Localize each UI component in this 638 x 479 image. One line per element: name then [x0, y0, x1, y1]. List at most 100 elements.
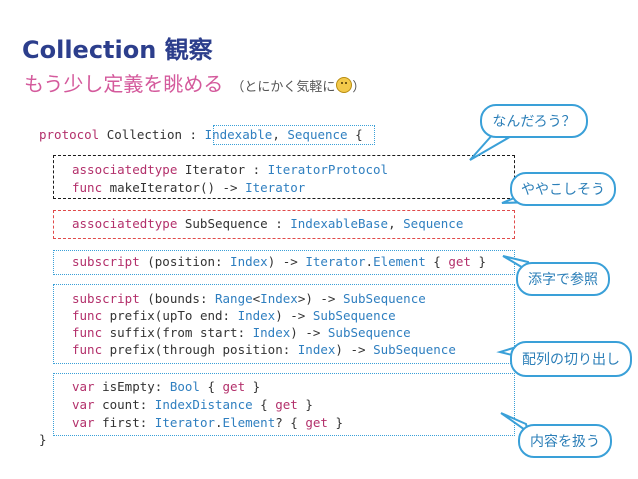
keyword: subscript: [72, 254, 140, 269]
subtitle-main: もう少し定義を眺める: [24, 72, 224, 96]
code-text: ) ->: [275, 308, 313, 323]
keyword: protocol: [39, 127, 100, 142]
code-text: ) ->: [335, 342, 374, 357]
type-name: Index: [252, 325, 291, 340]
bubble-subscript-access: 添字で参照: [516, 262, 610, 296]
code-line-11: var count: IndexDistance { get }: [72, 396, 313, 413]
keyword: var: [72, 415, 95, 430]
code-text: }: [470, 254, 486, 269]
keyword: get: [275, 397, 298, 412]
type-name: Element: [222, 415, 276, 430]
subtitle-aside: （とにかく気軽に ）: [231, 77, 366, 95]
type-name: Element: [373, 254, 426, 269]
code-text: suffix(from start:: [102, 325, 253, 340]
code-line-5: subscript (position: Index) -> Iterator.…: [72, 253, 486, 270]
keyword: get: [222, 379, 246, 394]
code-listing: protocol Collection : Indexable, Sequenc…: [39, 126, 486, 447]
code-text: count:: [94, 397, 155, 412]
type-name: Bool: [169, 379, 200, 394]
code-text: <: [252, 291, 261, 306]
code-text: ) ->: [290, 325, 328, 340]
code-text: (bounds:: [139, 291, 215, 306]
slightly-smiling-face-icon: [336, 77, 353, 93]
code-text: {: [199, 379, 223, 394]
keyword: get: [305, 415, 328, 430]
code-text: makeIterator() ->: [102, 180, 246, 195]
slide-subtitle: もう少し定義を眺める （とにかく気軽に ）: [24, 68, 365, 97]
code-text: {: [252, 397, 276, 412]
code-text: ) ->: [267, 254, 306, 269]
aside-open: （とにかく気軽に: [231, 80, 336, 95]
code-text: isEmpty:: [94, 379, 170, 394]
type-name: Iterator: [305, 254, 366, 269]
code-text: ,: [272, 127, 288, 142]
keyword: associatedtype: [72, 162, 178, 177]
code-text: SubSequence :: [177, 216, 291, 231]
type-name: SubSequence: [327, 325, 411, 340]
type-name: Indexable: [204, 127, 273, 142]
code-line-4: associatedtype SubSequence : IndexableBa…: [72, 215, 463, 232]
type-name: SubSequence: [373, 342, 456, 357]
code-text: >) ->: [297, 291, 343, 306]
keyword: var: [72, 379, 95, 394]
keyword: func: [72, 325, 103, 340]
code-line-9: func prefix(through position: Index) -> …: [72, 341, 456, 358]
subsequence-block-box: [53, 210, 515, 239]
type-name: Iterator: [154, 415, 216, 430]
conformance-highlight: [213, 125, 375, 145]
code-text: Iterator :: [177, 162, 268, 177]
code-line-2: associatedtype Iterator : IteratorProtoc…: [72, 161, 388, 178]
type-name: Iterator: [245, 180, 306, 195]
code-text: {: [425, 254, 449, 269]
code-line-13: }: [39, 432, 47, 447]
code-text: prefix(upTo end:: [102, 308, 238, 323]
code-text: ? {: [275, 415, 306, 430]
bubble-looks-complicated: ややこしそう: [510, 172, 616, 206]
code-line-6: subscript (bounds: Range<Index>) -> SubS…: [72, 290, 426, 307]
code-text: }: [245, 379, 261, 394]
aside-close: ）: [352, 80, 366, 95]
slide-title: Collection 観察: [22, 36, 213, 64]
slicing-block-box: [53, 284, 515, 364]
keyword: subscript: [72, 291, 140, 306]
code-line-8: func suffix(from start: Index) -> SubSeq…: [72, 324, 411, 341]
type-name: Index: [230, 254, 268, 269]
code-text: .: [215, 415, 223, 430]
type-name: IndexDistance: [154, 397, 253, 412]
type-name: Index: [260, 291, 298, 306]
code-line-7: func prefix(upTo end: Index) -> SubSeque…: [72, 307, 396, 324]
type-name: Sequence: [287, 127, 348, 142]
code-text: .: [365, 254, 374, 269]
type-name: Range: [215, 291, 253, 306]
type-name: Index: [297, 342, 336, 357]
code-line-10: var isEmpty: Bool { get }: [72, 378, 260, 395]
code-text: }: [297, 397, 313, 412]
keyword: get: [448, 254, 471, 269]
code-text: }: [327, 415, 343, 430]
type-name: IndexableBase: [290, 216, 389, 231]
type-name: SubSequence: [312, 308, 396, 323]
code-text: first:: [94, 415, 155, 430]
keyword: func: [72, 308, 103, 323]
bubble-handle-contents: 内容を扱う: [518, 424, 612, 458]
keyword: func: [72, 180, 103, 195]
type-name: SubSequence: [342, 291, 426, 306]
type-name: Sequence: [403, 216, 464, 231]
bubble-array-slicing: 配列の切り出し: [510, 341, 632, 377]
keyword: associatedtype: [72, 216, 178, 231]
type-name: IteratorProtocol: [267, 162, 389, 177]
keyword: var: [72, 397, 95, 412]
code-line-3: func makeIterator() -> Iterator: [72, 179, 305, 196]
code-text: Collection :: [99, 127, 205, 142]
type-name: Index: [237, 308, 276, 323]
code-text: ,: [388, 216, 404, 231]
keyword: func: [72, 342, 103, 357]
bubble-what-is-it: なんだろう？: [480, 104, 588, 138]
code-line-12: var first: Iterator.Element? { get }: [72, 414, 343, 431]
code-text: prefix(through position:: [102, 342, 298, 357]
code-text: {: [347, 127, 363, 142]
code-text: (position:: [139, 254, 231, 269]
properties-block-box: [53, 373, 515, 436]
code-line-1: protocol Collection : Indexable, Sequenc…: [39, 126, 363, 143]
